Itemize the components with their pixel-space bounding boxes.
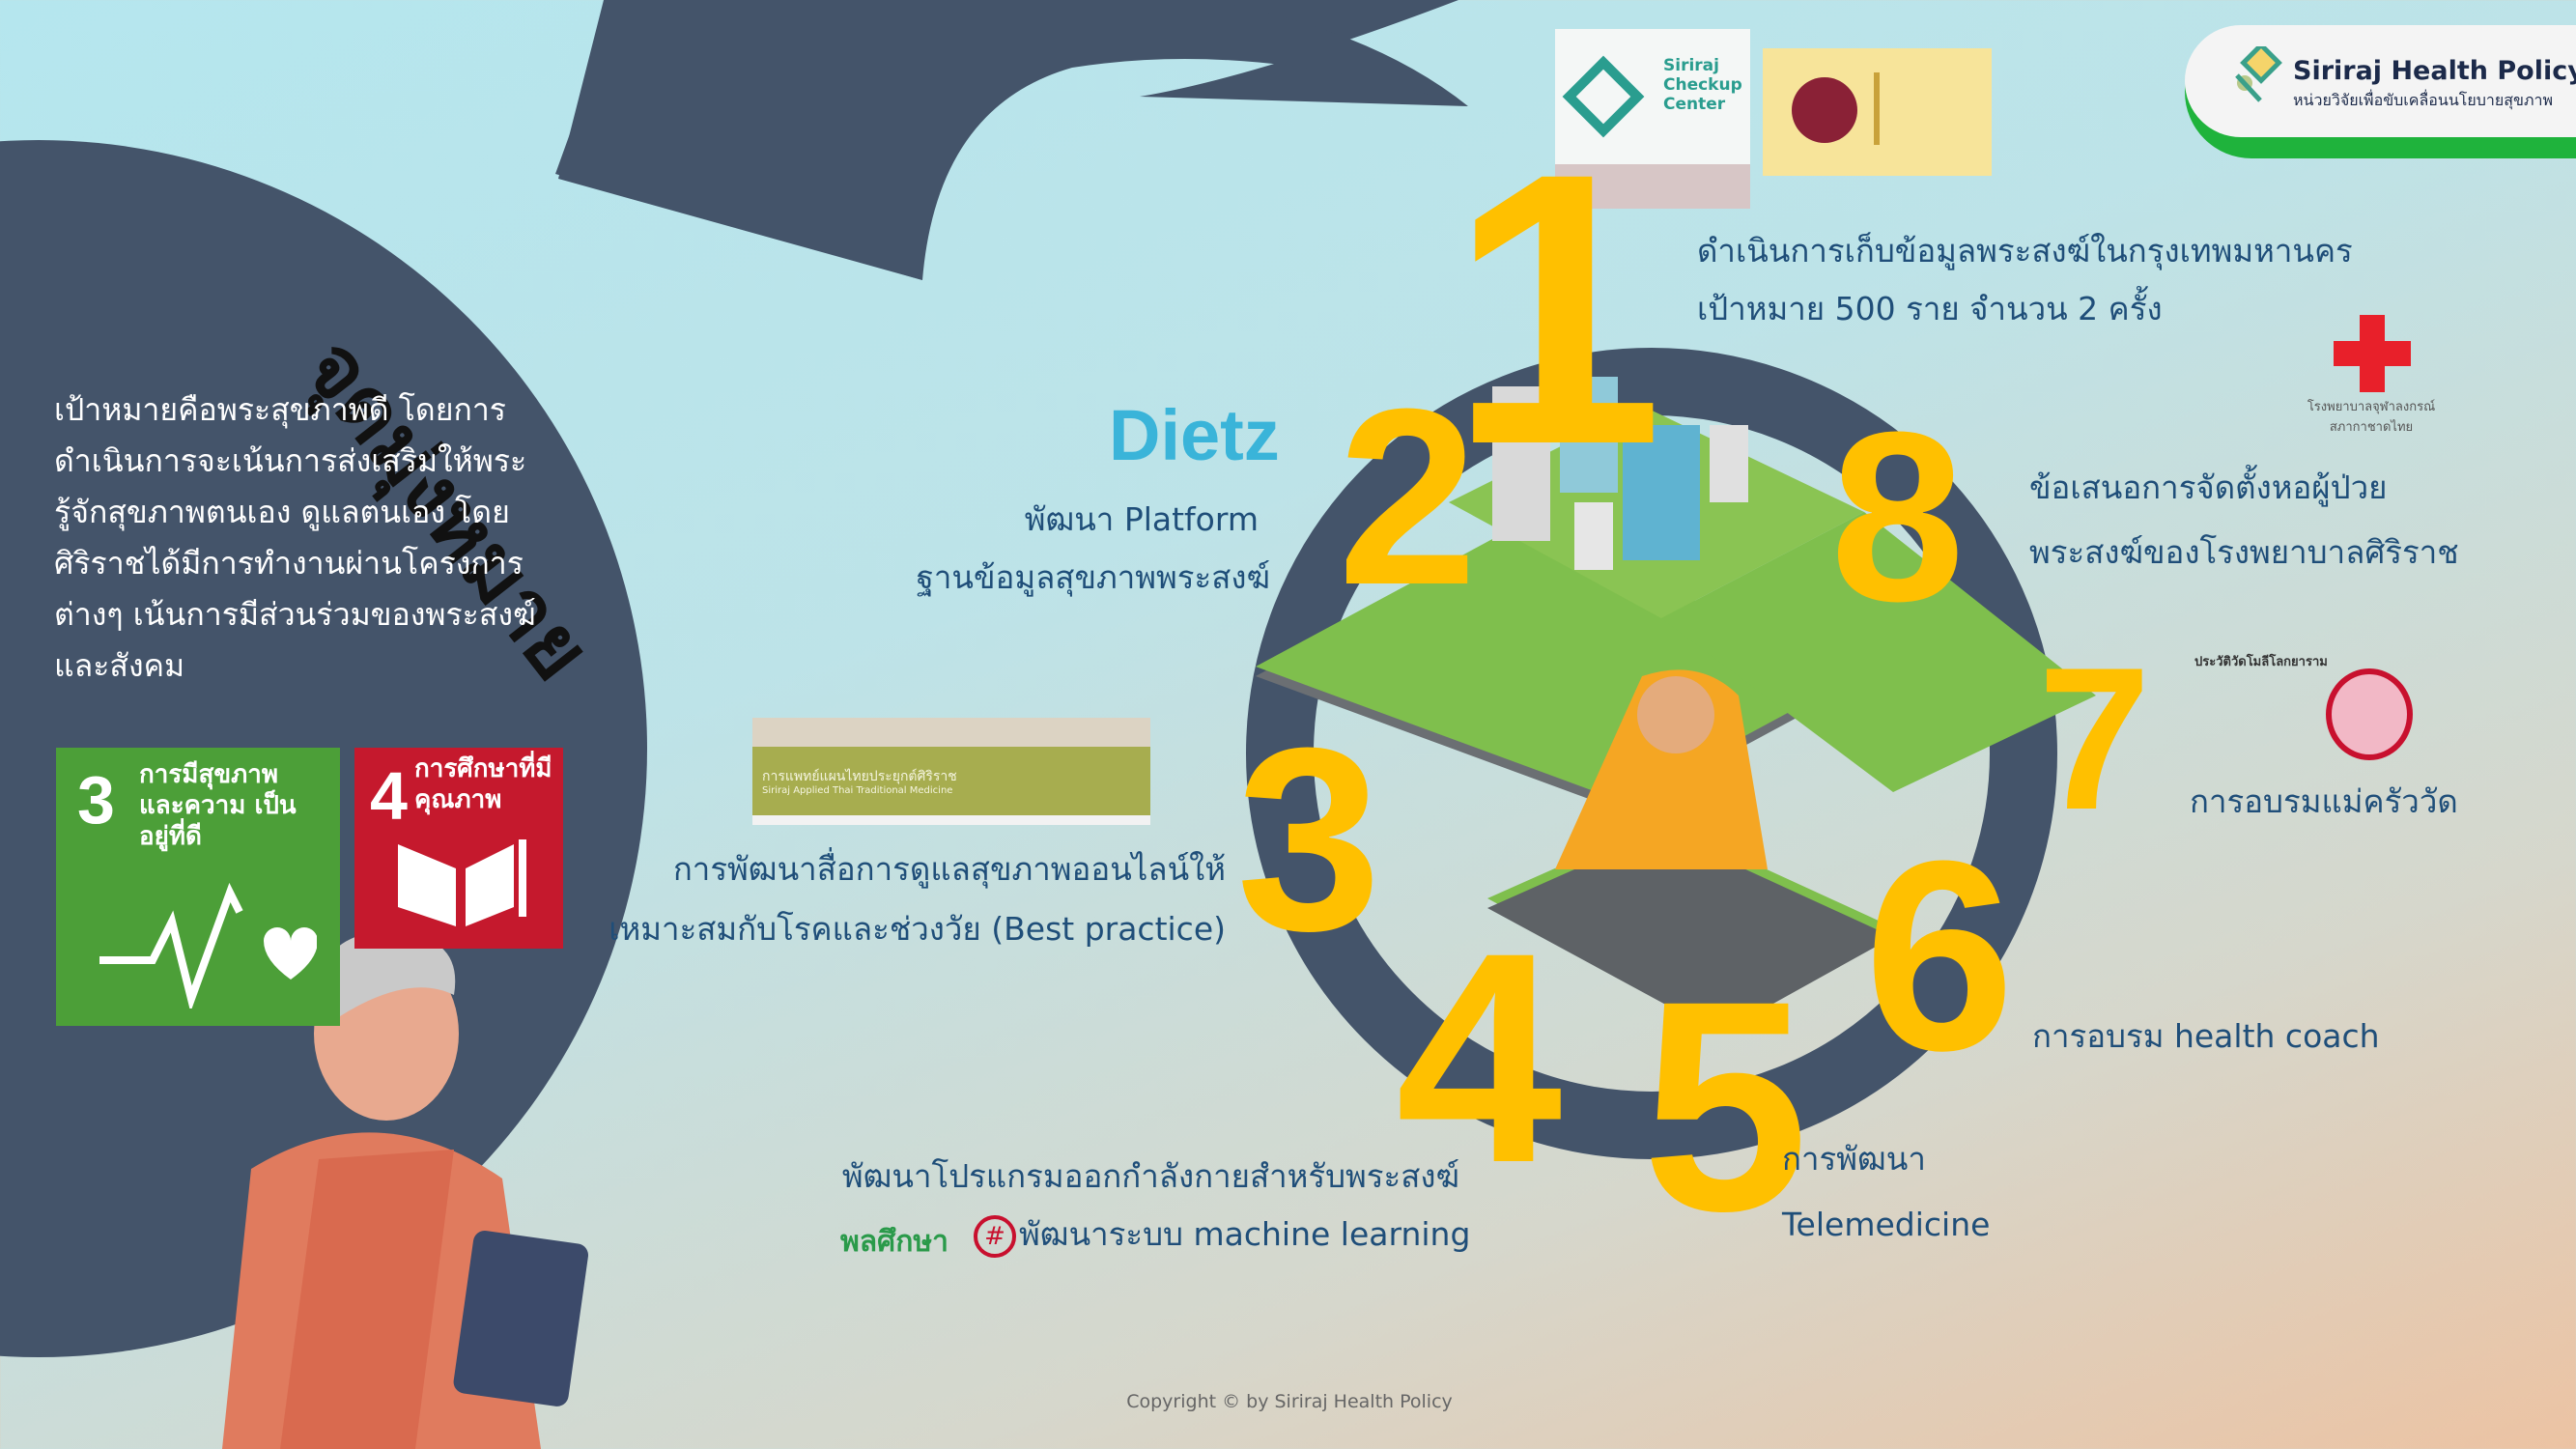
red-cross-icon <box>2334 315 2411 392</box>
item5-line2: Telemedicine <box>1782 1206 1991 1243</box>
item1-line2: เป้าหมาย 500 ราย จำนวน 2 ครั้ง <box>1697 290 2163 327</box>
item7-text: การอบรมแม่ครัววัด <box>2190 782 2458 820</box>
number-7: 7 <box>2038 625 2151 852</box>
item4-line2: พัฒนาระบบ machine learning <box>1019 1215 1471 1253</box>
number-5: 5 <box>1642 938 1809 1273</box>
book-icon <box>398 839 526 926</box>
heartbeat-icon <box>99 883 317 1009</box>
number-2: 2 <box>1338 357 1478 638</box>
item3-line1: การพัฒนาสื่อการดูแลสุขภาพออนไลน์ให้ <box>672 850 1226 888</box>
sdg3-label: การมีสุขภาพ และความ เป็นอยู่ที่ดี <box>139 760 297 851</box>
sdg4-tile: 4 การศึกษาที่มี คุณภาพ <box>354 748 563 949</box>
number-3: 3 <box>1236 695 1382 985</box>
chaipattana-logo <box>1763 48 1992 176</box>
number-8: 8 <box>1830 382 1966 651</box>
sdg4-number: 4 <box>370 758 408 834</box>
copyright: Copyright © by Siriraj Health Policy <box>1126 1391 1453 1412</box>
isometric-city <box>1256 377 2096 1034</box>
item5-line1: การพัฒนา <box>1782 1140 1926 1178</box>
thai-traditional-medicine-banner: การแพทย์แผนไทยประยุกต์ศิริราช Siriraj Ap… <box>752 718 1150 825</box>
checkup-center-logo: Siriraj Checkup Center <box>1555 29 1750 209</box>
polsuksa-logo: พลศึกษา <box>840 1225 948 1259</box>
sdg4-label: การศึกษาที่มี คุณภาพ <box>414 754 552 814</box>
dietz-logo: Dietz <box>1109 395 1280 475</box>
item6-text: การอบรม health coach <box>2032 1017 2380 1055</box>
university-seal-icon: # <box>974 1215 1016 1258</box>
brand-subtitle: หน่วยวิจัยเพื่อขับเคลื่อนนโยบายสุขภาพ <box>2293 91 2554 109</box>
number-6: 6 <box>1864 806 2015 1107</box>
brand-logo-icon <box>2235 46 2282 102</box>
redcross-caption: โรงพยาบาลจุฬาลงกรณ์ สภากาชาดไทย <box>2307 400 2436 435</box>
item8-line1: ข้อเสนอการจัดตั้งหอผู้ป่วย <box>2029 469 2388 506</box>
item8-line2: พระสงฆ์ของโรงพยาบาลศิริราช <box>2029 533 2459 571</box>
monk-illustration <box>222 931 588 1449</box>
brand-name: Siriraj Health Policy <box>2293 56 2576 86</box>
center-ring <box>1246 348 2057 1159</box>
wat-seal-icon <box>2326 668 2413 760</box>
item4-line1: พัฒนาโปรแกรมออกกำลังกายสำหรับพระสงฆ์ <box>841 1157 1459 1195</box>
item2-line1: พัฒนา Platform <box>1024 500 1259 538</box>
intro-paragraph: เป้าหมายคือพระสุขภาพดี โดยการดำเนินการจะ… <box>54 391 536 684</box>
sdg3-number: 3 <box>77 762 115 838</box>
item1-line1: ดำเนินการเก็บข้อมูลพระสงฆ์ในกรุงเทพมหานค… <box>1697 232 2353 270</box>
item3-line2: เหมาะสมกับโรคและช่วงวัย (Best practice) <box>609 910 1226 948</box>
brand-badge: Siriraj Health Policy หน่วยวิจัยเพื่อขับ… <box>2185 25 2576 158</box>
number-4: 4 <box>1396 890 1563 1225</box>
sdg3-tile: 3 การมีสุขภาพ และความ เป็นอยู่ที่ดี <box>56 748 340 1026</box>
item2-line2: ฐานข้อมูลสุขภาพพระสงฆ์ <box>916 558 1270 596</box>
number-1: 1 <box>1449 93 1664 525</box>
wat-caption: ประวัติวัดโมลีโลกยาราม <box>2194 655 2328 669</box>
